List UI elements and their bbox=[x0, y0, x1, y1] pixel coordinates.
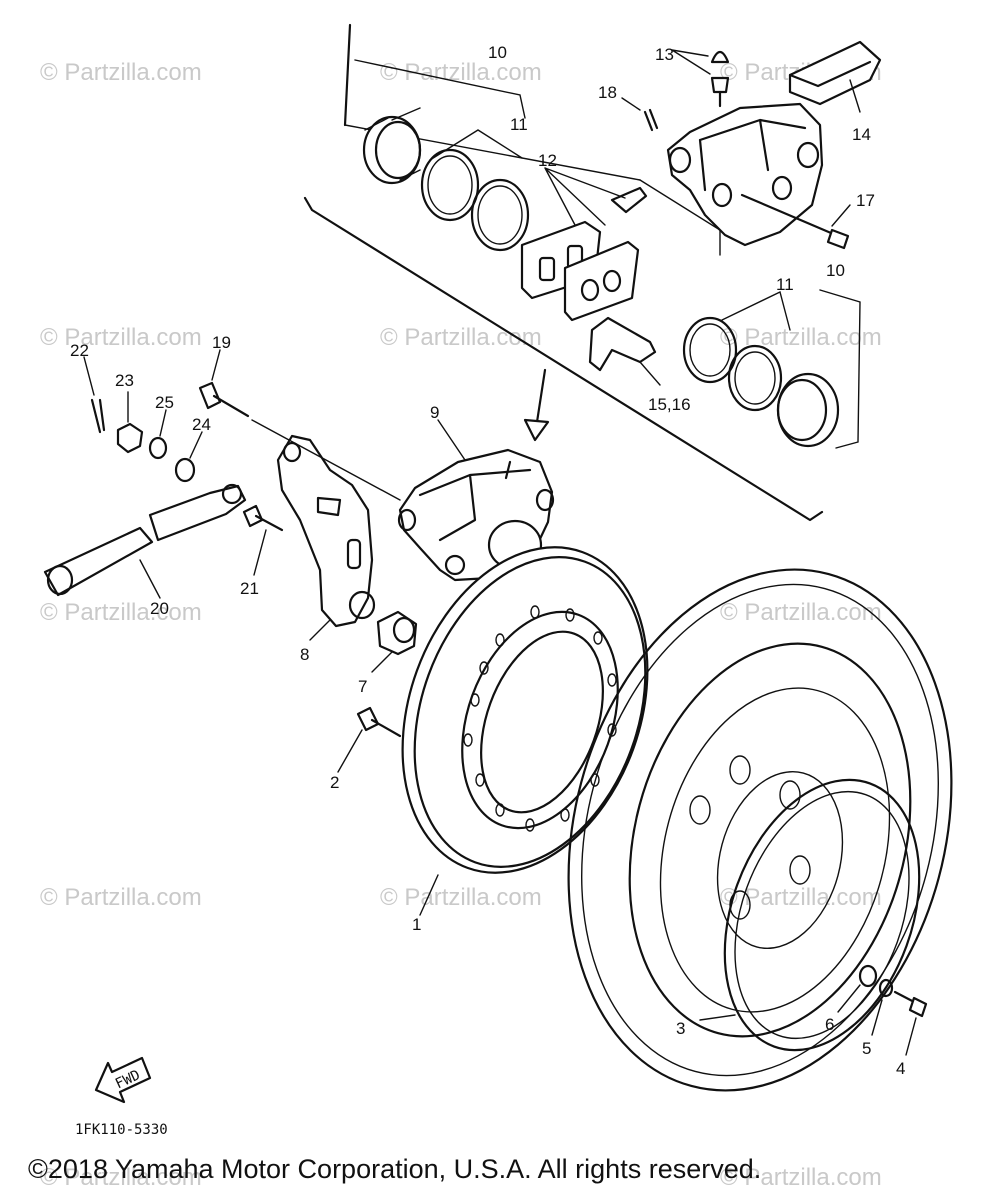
watermark: © Partzilla.com bbox=[40, 599, 202, 626]
callout-10: 10 bbox=[488, 43, 507, 62]
part-14-pad-cover bbox=[788, 40, 882, 113]
callout-23: 23 bbox=[115, 371, 134, 390]
watermark: © Partzilla.com bbox=[380, 884, 542, 911]
watermarks: © Partzilla.com © Partzilla.com © Partzi… bbox=[40, 59, 882, 1191]
part-18-clip bbox=[621, 97, 659, 132]
callout-19: 19 bbox=[212, 333, 231, 352]
watermark: © Partzilla.com bbox=[40, 1164, 202, 1191]
part-17-pin-bolt bbox=[740, 193, 851, 250]
part-13-bleed-screw bbox=[671, 49, 730, 108]
part-19-bolt bbox=[198, 349, 250, 418]
part-21-bolt bbox=[242, 504, 284, 576]
callout-11: 11 bbox=[776, 275, 794, 294]
part-10-piston-bottom bbox=[776, 289, 861, 449]
watermark: © Partzilla.com bbox=[720, 1164, 882, 1191]
part-1-brake-disc bbox=[401, 546, 649, 916]
callout-10: 10 bbox=[826, 261, 845, 280]
part-22-cotter-pin bbox=[83, 356, 106, 434]
part-24-washer bbox=[174, 431, 203, 483]
watermark: © Partzilla.com bbox=[720, 884, 882, 911]
disc-holes bbox=[463, 605, 617, 832]
watermark: © Partzilla.com bbox=[40, 884, 202, 911]
callout-25: 25 bbox=[155, 393, 174, 412]
fwd-arrow: FWD bbox=[94, 1056, 152, 1104]
diagram-code: 1FK110-5330 bbox=[75, 1122, 168, 1138]
part-12-brake-pads bbox=[520, 167, 648, 322]
rear-wheel bbox=[567, 568, 953, 1092]
part-20-torque-rod bbox=[43, 483, 247, 599]
part-7-collar bbox=[371, 610, 418, 673]
watermark: © Partzilla.com bbox=[40, 59, 202, 86]
caliper-body-exploded bbox=[666, 102, 824, 247]
callout-8: 8 bbox=[300, 645, 309, 664]
callout-18: 18 bbox=[598, 83, 617, 102]
callout-11: 11 bbox=[510, 115, 528, 134]
callout-1: 1 bbox=[412, 915, 421, 934]
callout-5: 5 bbox=[862, 1039, 871, 1058]
callout-4: 4 bbox=[896, 1059, 905, 1078]
part-23-nut bbox=[116, 391, 144, 454]
part-10-piston-top bbox=[354, 59, 526, 185]
part-11-seals-bottom bbox=[682, 291, 791, 412]
part-25-washer bbox=[148, 409, 168, 460]
callout-22: 22 bbox=[70, 341, 89, 360]
callout-12: 12 bbox=[538, 151, 557, 170]
part-4-bolt bbox=[893, 990, 928, 1056]
part-11-seals-top bbox=[420, 129, 530, 252]
callout-9: 9 bbox=[430, 403, 439, 422]
callout-17: 17 bbox=[856, 191, 875, 210]
callout-13: 13 bbox=[655, 45, 674, 64]
watermark: © Partzilla.com bbox=[380, 59, 542, 86]
watermark: © Partzilla.com bbox=[720, 324, 882, 351]
watermark: © Partzilla.com bbox=[720, 599, 882, 626]
callout-3: 3 bbox=[676, 1019, 685, 1038]
callout-21: 21 bbox=[240, 579, 259, 598]
copyright-notice: ©2018 Yamaha Motor Corporation, U.S.A. A… bbox=[28, 1154, 762, 1184]
callout-24: 24 bbox=[192, 415, 211, 434]
callout-20: 20 bbox=[150, 599, 169, 618]
callout-15-16: 15,16 bbox=[648, 395, 691, 414]
callout-2: 2 bbox=[330, 773, 339, 792]
part-6-washer bbox=[837, 964, 878, 1013]
callout-6: 6 bbox=[825, 1015, 834, 1034]
part-15-16-pad-spring bbox=[588, 316, 661, 386]
part-2-disc-bolt bbox=[337, 706, 402, 773]
part-3-ring bbox=[699, 778, 921, 1052]
callout-labels: 10 13 18 14 11 12 17 10 11 15,16 9 19 22… bbox=[70, 43, 905, 1078]
part-5-washer bbox=[871, 978, 894, 1036]
part-8-caliper-bracket bbox=[251, 419, 401, 641]
callout-7: 7 bbox=[358, 677, 367, 696]
callout-14: 14 bbox=[852, 125, 871, 144]
watermark: © Partzilla.com bbox=[40, 324, 202, 351]
